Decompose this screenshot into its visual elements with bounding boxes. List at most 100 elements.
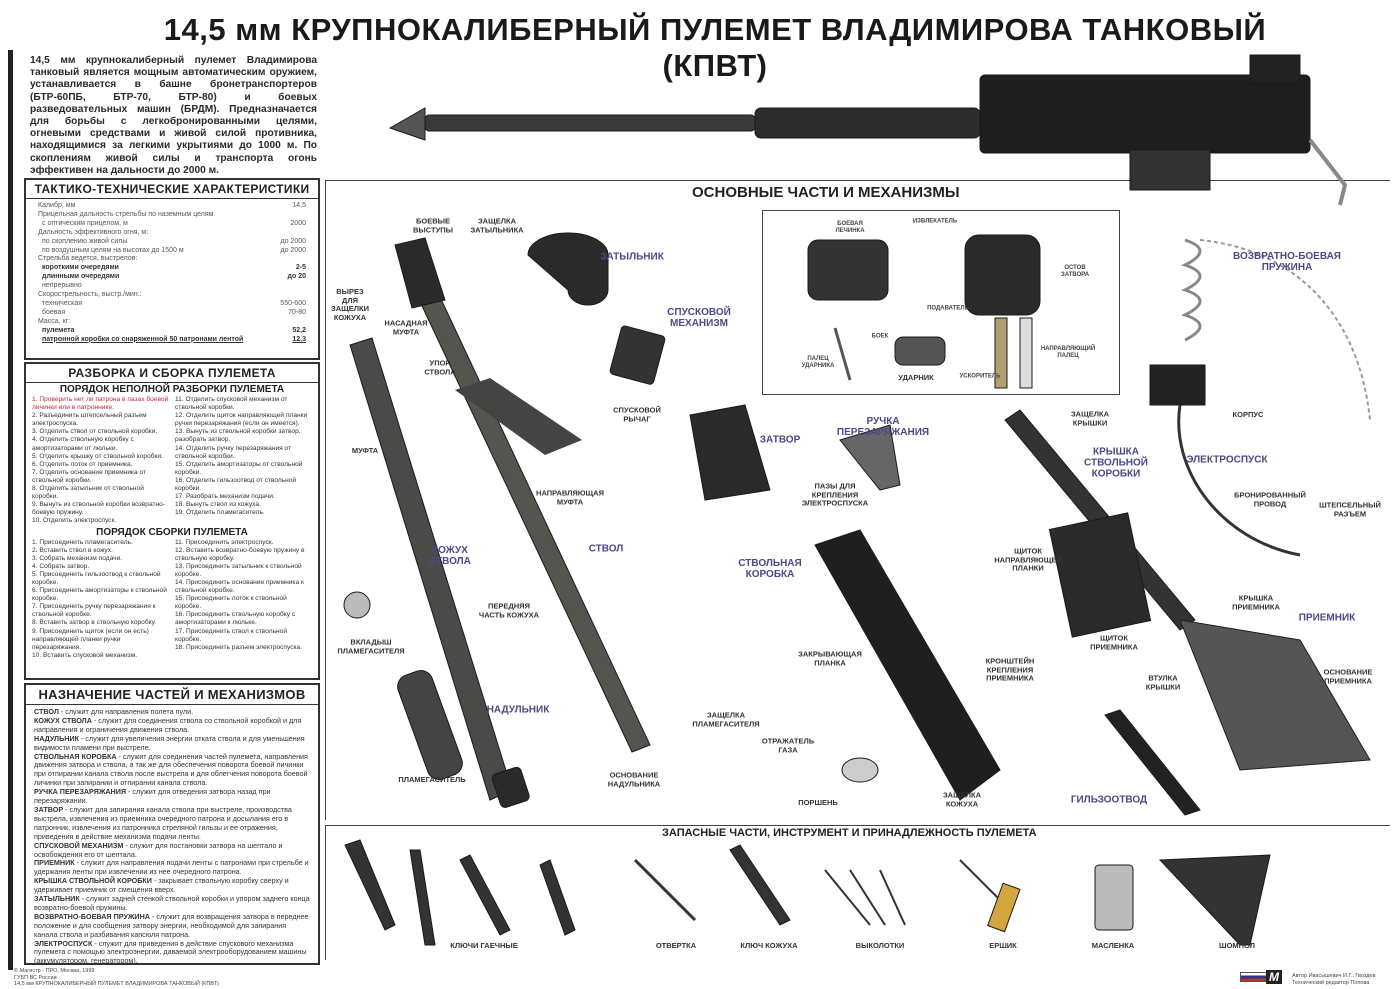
step-item: 5. Отделить крышку от ствольной коробки. [32,452,163,460]
step-item: 11. Присоединить электроспуск. [175,538,274,546]
main-heading: ОСНОВНЫЕ ЧАСТИ И МЕХАНИЗМЫ [688,184,964,201]
part-label-razem: ШТЕПСЕЛЬНЫЙ РАЗЪЕМ [1319,500,1381,518]
spec-row: Прицельная дальность стрельбы по наземны… [26,211,318,220]
part-label-elektrospusk: ЭЛЕКТРОСПУСК [1186,454,1268,466]
purpose-term: ЭЛЕКТРОСПУСК [34,938,93,948]
return-spring-2 [1199,239,1371,421]
spare-label-1: ОТВЕРТКА [655,940,697,950]
part-label-zashchelka-zatylnika: ЗАЩЕЛКА ЗАТЫЛЬНИКА [470,216,524,234]
part-label-udarnik: УДАРНИК [898,372,934,382]
step-item: 5. Присоединить гильзоотвод к ствольной … [32,570,161,586]
part-label-nasadnaya-mufta: НАСАДНАЯ МУФТА [384,318,428,336]
electric-trigger [1149,364,1206,406]
step-item: 6. Присоединить амортизаторы к ствольной… [32,587,167,603]
part-label-zatylnik: ЗАТЫЛЬНИК [600,251,664,263]
footer-copyright: © Магистр - ПРО, Москва, 1999 [14,968,95,974]
purpose-text: - служит для отведения затвора назад при… [34,787,271,806]
spec-label: Прицельная дальность стрельбы по наземны… [38,210,214,218]
part-label-otrazhatel: ОТРАЖАТЕЛЬ ГАЗА [761,736,815,754]
barrel-sleeve [455,378,582,455]
purpose-term: ПРИЕМНИК [34,858,75,868]
spare-label-5: МАСЛЕНКА [1091,940,1135,950]
accelerator [994,317,1008,389]
part-label-vyrez: ВЫРЕЗ ДЛЯ ЗАЩЕЛКИ КОЖУХА [331,287,369,322]
purpose-box: НАЗНАЧЕНИЕ ЧАСТЕЙ И МЕХАНИЗМОВ СТВОЛ - с… [24,683,320,965]
step-item: 7. Присоединить ручку перезаряжания к ст… [32,603,156,619]
spec-row: Дальность эффективного огня, м: [26,229,318,238]
purpose-text: - служит для запирания канала ствола при… [34,804,292,841]
spare-label-6: ШОМПОЛ [1219,940,1255,950]
feed-tray [1179,619,1371,771]
bolt-inset-frame [762,210,1120,395]
main-parts-frame [325,180,1390,820]
step-item: 18. Вынуть ствол из кожуха. [175,501,261,509]
cover-body [1048,512,1152,638]
bolt-frame-part [964,234,1041,316]
part-label-osnovanie-nadulnika: ОСНОВАНИЕ НАДУЛЬНИКА [607,770,661,788]
purpose-text: - служит для соединения частей пулемета,… [34,751,308,788]
spec-label: пулемета [42,326,75,334]
purpose-term: КРЫШКА СТВОЛЬНОЙ КОРОБКИ [34,876,152,886]
spec-label: техническая [42,299,83,307]
part-label-priemnik: ПРИЕМНИК [1298,612,1356,624]
spec-label: по скоплению живой силы [42,237,128,245]
part-label-napr-palets: НАПРАВЛЯЮЩИЙ ПАЛЕЦ [1040,346,1096,359]
step-item: 13. Вынуть из ствольной коробки затвор, … [175,428,301,444]
step-item: 1. Присоединить пламегаситель. [32,538,133,546]
step-item: 13. Присоединить затыльник к ствольной к… [175,562,302,578]
step-item: 9. Присоединить щиток (если он есть) нап… [32,627,149,651]
footer-right: Автор Ивасышевич И.Г., Гвоздев Техническ… [1292,973,1376,986]
part-label-kozhukh-stvola: КОЖУХ СТВОЛА [429,545,471,567]
spec-value: 14,5 [292,202,306,209]
part-label-stvolnaya-korobka: СТВОЛЬНАЯ КОРОБКА [738,558,802,580]
firing-pin-finger [833,327,852,381]
step-item: 19. Отделить пламегаситель. [175,509,265,517]
armored-wire [1177,404,1301,557]
step-item: 6. Отделить лоток от приемника. [32,460,133,468]
spare-label-3: ВЫКОЛОТКИ [855,940,905,950]
butt-plate [527,232,609,306]
part-label-vtulka: ВТУЛКА КРЫШКИ [1145,673,1181,691]
spec-label: непрерывно [42,282,82,290]
step-item: 10. Отделить электроспуск. [32,517,117,525]
spec-row: Скорострельность, выстр./мин.: [26,291,318,300]
part-label-provod: БРОНИРОВАННЫЙ ПРОВОД [1234,490,1306,508]
spec-label: Дальность эффективного огня, м: [38,228,149,236]
purpose-term: СТВОЛЬНАЯ КОРОБКА [34,751,117,761]
step-item: 14. Отделить ручку перезаряжания от ство… [175,444,292,460]
barrel [394,237,651,753]
spare-label-2: КЛЮЧ КОЖУХА [740,940,798,950]
spec-row: Масса, кг: [26,318,318,327]
part-label-porshen: ПОРШЕНЬ [798,797,838,807]
part-label-napr-mufta: НАПРАВЛЯЮЩАЯ МУФТА [536,488,604,506]
spec-value: 52,2 [292,326,306,334]
purpose-item: ВОЗВРАТНО-БОЕВАЯ ПРУЖИНА - служит для во… [26,912,318,940]
footer-left: © Магистр - ПРО, Москва, 1999 ГУБП ВС Ро… [14,968,219,988]
part-label-osnovanie-priemnika: ОСНОВАНИЕ ПРИЕМНИКА [1323,667,1373,685]
spec-label: Масса, кг: [38,317,71,325]
spares-heading: ЗАПАСНЫЕ ЧАСТИ, ИНСТРУМЕНТ И ПРИНАДЛЕЖНО… [658,827,1041,839]
step-item: 18. Присоединить разъем электроспуска. [175,643,303,651]
step-item: 8. Отделить затыльник от ствольной короб… [32,485,144,501]
spec-row: пулемета 52,2 [26,327,318,336]
step-item: 9. Вынуть из ствольной коробки возвратно… [32,501,166,517]
purpose-term: ЗАТЫЛЬНИК [34,894,80,904]
spec-row: непрерывно [26,282,318,291]
part-label-kryshka-priemnika: КРЫШКА ПРИЕМНИКА [1232,593,1280,611]
spec-value: 2000 [290,219,306,227]
purpose-item: СТВОЛЬНАЯ КОРОБКА - служит для соединени… [26,751,318,789]
part-label-pazy: ПАЗЫ ДЛЯ КРЕПЛЕНИЯ ЭЛЕКТРОСПУСКА [801,481,869,508]
step-item: 4. Собрать затвор. [32,562,90,570]
spec-label: по воздушным целям на высотах до 1500 м [42,246,184,254]
return-spring [1181,238,1202,342]
purpose-text: - служит для увеличения энергии отката с… [34,733,305,752]
purpose-term: РУЧКА ПЕРЕЗАРЯЖАНИЯ [34,787,127,797]
spec-row: Стрельба ведется, выстрелов: [26,255,318,264]
part-label-spuskovoy-rychag: СПУСКОВОЙ РЫЧАГ [613,405,661,423]
spec-label: Стрельба ведется, выстрелов: [38,255,138,263]
part-label-pruzhina: ВОЗВРАТНО-БОЕВАЯ ПРУЖИНА [1233,251,1341,273]
assembly-box: РАЗБОРКА И СБОРКА ПУЛЕМЕТА ПОРЯДОК НЕПОЛ… [24,362,320,680]
